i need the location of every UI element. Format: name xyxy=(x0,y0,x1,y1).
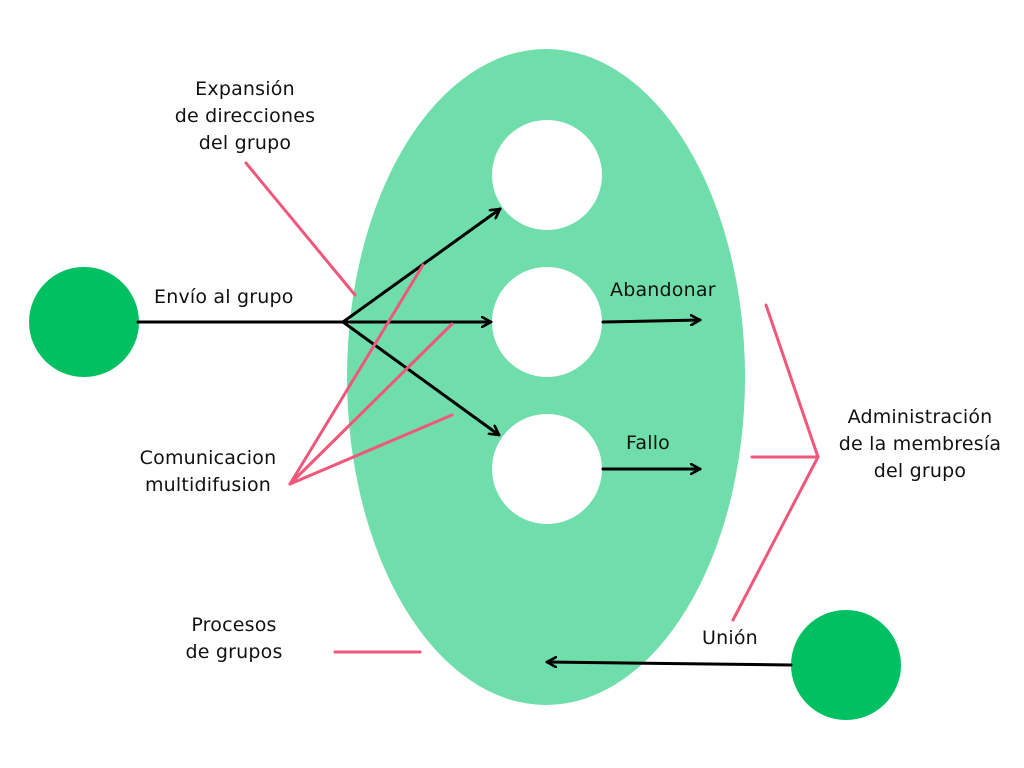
membership-line-3: del grupo xyxy=(873,460,967,482)
group-ellipse xyxy=(347,49,745,705)
sender-node xyxy=(29,267,139,377)
group-process-circle-top xyxy=(492,120,602,230)
address-expansion-line-3: del grupo xyxy=(198,132,292,154)
address-expansion-pointer xyxy=(244,161,357,297)
membership-pointer-join xyxy=(731,455,820,622)
address-expansion-line-1: Expansión xyxy=(195,78,295,100)
group-process-circle-middle xyxy=(492,267,602,377)
leave-label: Abandonar xyxy=(610,279,716,301)
group-processes-line-2: de grupos xyxy=(185,641,283,663)
send-to-group-label: Envío al grupo xyxy=(154,286,294,308)
multicast-pointer-3 xyxy=(288,413,454,486)
group-processes-line-1: Procesos xyxy=(191,614,277,636)
join-label: Unión xyxy=(702,627,758,649)
multicast-line-2: multidifusion xyxy=(144,474,272,496)
multicast-pointer-2 xyxy=(288,322,454,486)
multicast-line-1: Comunicacion xyxy=(139,447,277,469)
arrow-to-bottom-process xyxy=(341,320,501,437)
membership-line-2: de la membresía xyxy=(838,433,1002,455)
multicast-pointer-1 xyxy=(288,263,425,486)
joining-node xyxy=(791,610,901,720)
join-arrow xyxy=(545,662,793,665)
membership-line-1: Administración xyxy=(847,406,993,428)
address-expansion-label: Expansión de direcciones del grupo xyxy=(163,76,327,157)
membership-management-label: Administración de la membresía del grupo xyxy=(822,404,1018,485)
multicast-label: Comunicacion multidifusion xyxy=(108,445,308,499)
group-processes-label: Procesos de grupos xyxy=(166,612,302,666)
failure-label: Fallo xyxy=(626,432,671,454)
leave-arrow xyxy=(601,320,702,322)
membership-pointer-leave xyxy=(764,303,820,459)
address-expansion-line-2: de direcciones xyxy=(174,105,316,127)
annotation-lines xyxy=(244,161,820,654)
group-process-circle-bottom xyxy=(492,414,602,524)
